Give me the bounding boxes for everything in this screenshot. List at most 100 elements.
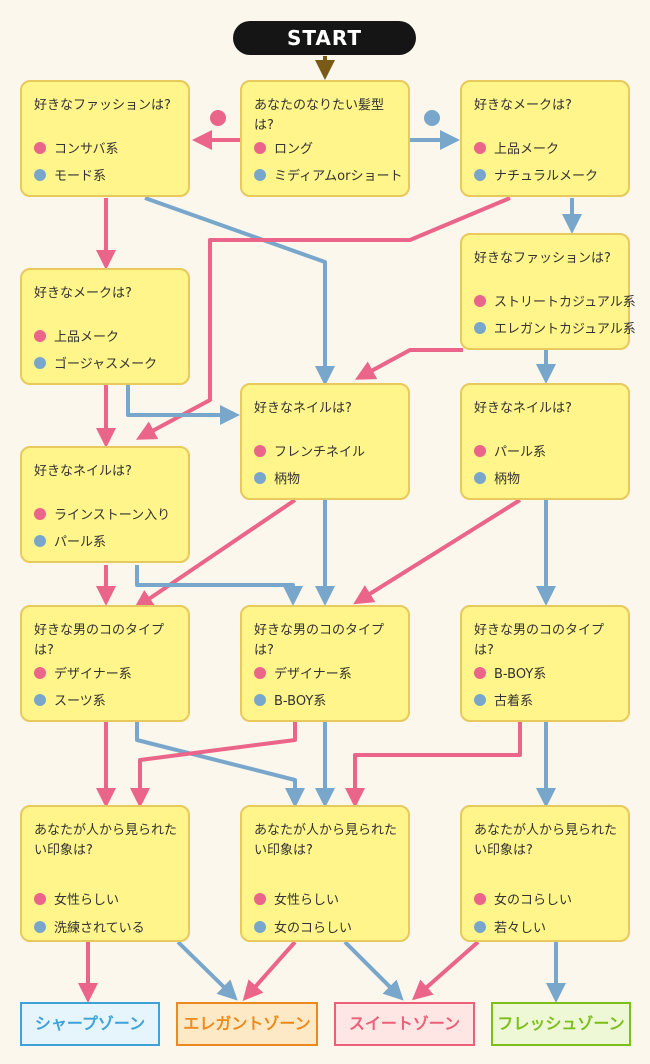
pink-dot-icon xyxy=(474,294,486,307)
option-pink[interactable]: パール系 xyxy=(474,441,546,460)
zone-elegant: エレガントゾーン xyxy=(176,1002,318,1046)
pink-dot-icon xyxy=(474,666,486,679)
zone-sharp: シャープゾーン xyxy=(20,1002,160,1046)
pink-dot-icon xyxy=(34,666,46,679)
option-pink[interactable]: 上品メーク xyxy=(34,326,119,345)
option-blue[interactable]: パール系 xyxy=(34,531,106,550)
pink-dot-icon xyxy=(34,507,46,520)
arrow-q2r-pink xyxy=(135,196,511,440)
blue-dot-icon xyxy=(34,356,46,369)
option-pink[interactable]: フレンチネイル xyxy=(254,441,365,460)
arrow-q5l-blue xyxy=(135,565,303,606)
pink-dot-icon xyxy=(34,141,46,154)
question-box-impression: あなたが人から見られたい印象は? 女のコらしい 若々しい xyxy=(460,805,630,942)
option-pink[interactable]: 女性らしい xyxy=(254,889,339,908)
question-title: 好きな男のコのタイプは? xyxy=(254,623,385,658)
question-title: 好きなファッションは? xyxy=(474,251,611,266)
question-box-nail: 好きなネイルは? パール系 柄物 xyxy=(460,383,630,500)
option-pink[interactable]: コンサバ系 xyxy=(34,138,118,157)
arrow-q7r-pink xyxy=(412,940,480,1001)
option-blue[interactable]: モード系 xyxy=(34,165,106,184)
option-pink[interactable]: 上品メーク xyxy=(474,138,559,157)
question-box-makeup: 好きなメークは? 上品メーク ナチュラルメーク xyxy=(460,80,630,197)
question-box-makeup: 好きなメークは? 上品メーク ゴージャスメーク xyxy=(20,268,190,385)
zone-fresh: フレッシュゾーン xyxy=(491,1002,631,1046)
arrow-q4m-pink xyxy=(133,498,297,610)
arrow-q6m-pink xyxy=(130,722,297,808)
pink-dot-icon xyxy=(254,141,266,154)
option-blue[interactable]: スーツ系 xyxy=(34,690,106,709)
option-blue[interactable]: ゴージャスメーク xyxy=(34,353,157,372)
question-title: 好きなネイルは? xyxy=(254,401,352,416)
question-box-hairstyle: あなたのなりたい髪型は? ロング ミディアムorショート xyxy=(240,80,410,197)
option-blue[interactable]: ナチュラルメーク xyxy=(474,165,598,184)
arrow-q3r-pink xyxy=(354,348,463,380)
question-title: あなたのなりたい髪型は? xyxy=(254,98,385,133)
question-box-nail: 好きなネイルは? フレンチネイル 柄物 xyxy=(240,383,410,500)
option-blue[interactable]: B-BOY系 xyxy=(254,690,326,709)
question-title: 好きなメークは? xyxy=(474,98,572,113)
arrow-q7l-blue xyxy=(176,940,238,1001)
option-blue[interactable]: 洗練されている xyxy=(34,917,145,936)
pink-dot-icon xyxy=(254,444,266,457)
question-box-impression: あなたが人から見られたい印象は? 女性らしい 洗練されている xyxy=(20,805,190,942)
blue-dot-icon xyxy=(34,168,46,181)
blue-dot-icon xyxy=(254,920,266,933)
option-pink[interactable]: B-BOY系 xyxy=(474,663,546,682)
option-blue[interactable]: 柄物 xyxy=(474,468,520,487)
pink-branch-dot xyxy=(210,110,226,126)
pink-dot-icon xyxy=(254,666,266,679)
question-box-impression: あなたが人から見られたい印象は? 女性らしい 女のコらしい xyxy=(240,805,410,942)
zone-sweet: スイートゾーン xyxy=(334,1002,475,1046)
pink-dot-icon xyxy=(34,892,46,905)
question-box-fashion: 好きなファッションは? コンサバ系 モード系 xyxy=(20,80,190,197)
question-box-boy-type: 好きな男のコのタイプは? デザイナー系 スーツ系 xyxy=(20,605,190,722)
option-blue[interactable]: 柄物 xyxy=(254,468,300,487)
blue-dot-icon xyxy=(474,920,486,933)
blue-dot-icon xyxy=(254,693,266,706)
arrow-q4r-pink xyxy=(353,498,522,605)
option-blue[interactable]: 古着系 xyxy=(474,690,533,709)
question-title: 好きなメークは? xyxy=(34,286,132,301)
question-box-nail: 好きなネイルは? ラインストーン入り パール系 xyxy=(20,446,190,563)
pink-dot-icon xyxy=(34,329,46,342)
blue-dot-icon xyxy=(254,168,266,181)
blue-branch-dot xyxy=(424,110,440,126)
pink-dot-icon xyxy=(474,141,486,154)
pink-dot-icon xyxy=(474,444,486,457)
question-title: 好きな男のコのタイプは? xyxy=(34,623,165,658)
option-pink[interactable]: 女のコらしい xyxy=(474,889,572,908)
option-pink[interactable]: ラインストーン入り xyxy=(34,504,170,523)
question-title: 好きなネイルは? xyxy=(34,464,132,479)
blue-dot-icon xyxy=(34,534,46,547)
question-title: 好きなファッションは? xyxy=(34,98,171,113)
arrow-q7m-pink xyxy=(242,940,297,1001)
blue-dot-icon xyxy=(474,471,486,484)
blue-dot-icon xyxy=(34,693,46,706)
question-box-boy-type: 好きな男のコのタイプは? デザイナー系 B-BOY系 xyxy=(240,605,410,722)
question-title: 好きな男のコのタイプは? xyxy=(474,623,605,658)
option-pink[interactable]: デザイナー系 xyxy=(34,663,132,682)
option-blue[interactable]: エレガントカジュアル系 xyxy=(474,318,636,337)
question-title: 好きなネイルは? xyxy=(474,401,572,416)
option-pink[interactable]: ロング xyxy=(254,138,313,157)
start-badge: START xyxy=(233,21,416,55)
question-box-boy-type: 好きな男のコのタイプは? B-BOY系 古着系 xyxy=(460,605,630,722)
blue-dot-icon xyxy=(254,471,266,484)
option-pink[interactable]: 女性らしい xyxy=(34,889,119,908)
blue-dot-icon xyxy=(474,168,486,181)
option-blue[interactable]: 女のコらしい xyxy=(254,917,352,936)
blue-dot-icon xyxy=(34,920,46,933)
arrow-q6l-blue xyxy=(135,722,305,808)
option-blue[interactable]: ミディアムorショート xyxy=(254,165,402,184)
arrow-q2l-blue xyxy=(144,196,335,386)
question-title: あなたが人から見られたい印象は? xyxy=(254,823,398,858)
question-title: あなたが人から見られたい印象は? xyxy=(34,823,178,858)
option-pink[interactable]: ストリートカジュアル系 xyxy=(474,291,636,310)
pink-dot-icon xyxy=(254,892,266,905)
blue-dot-icon xyxy=(474,321,486,334)
arrow-q6r-pink xyxy=(345,722,522,808)
option-blue[interactable]: 若々しい xyxy=(474,917,546,936)
option-pink[interactable]: デザイナー系 xyxy=(254,663,352,682)
